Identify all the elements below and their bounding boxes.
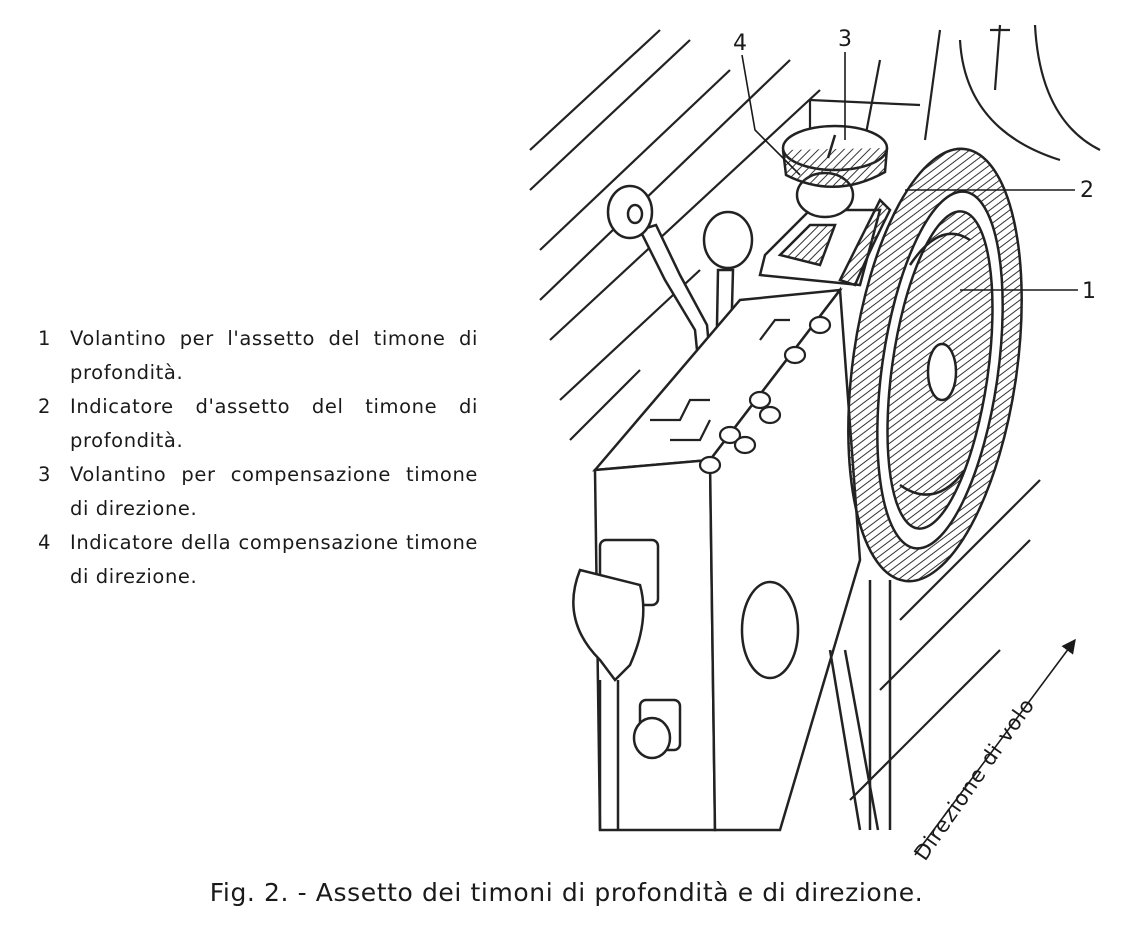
pedestal-holes xyxy=(650,315,832,475)
legend-text: Indicatore d'assetto del timone di profo… xyxy=(70,395,478,452)
legend-text: Indicatore della compensazione timone di… xyxy=(70,531,478,588)
legend-list: 1 Volantino per l'assetto del timone di … xyxy=(38,322,478,594)
trim-indicator-assembly xyxy=(758,124,892,287)
callout-label-4: 4 xyxy=(733,31,747,56)
callout-label-3: 3 xyxy=(838,27,852,52)
flight-direction-label: Direzione di volo xyxy=(909,693,1039,864)
legend-number: 1 xyxy=(38,327,52,350)
callout-label-2: 2 xyxy=(1080,178,1094,203)
legend-item-3: 3 Volantino per compensazione timone di … xyxy=(38,458,478,526)
legend-item-2: 2 Indicatore d'assetto del timone di pro… xyxy=(38,390,478,458)
legend-number: 3 xyxy=(38,463,52,486)
callout-lines xyxy=(741,52,1078,291)
legend-text: Volantino per l'assetto del timone di pr… xyxy=(70,327,478,384)
legend-text: Volantino per compensazione timone di di… xyxy=(70,463,478,520)
legend-item-1: 1 Volantino per l'assetto del timone di … xyxy=(38,322,478,390)
legend-number: 4 xyxy=(38,531,52,554)
callout-label-1: 1 xyxy=(1082,279,1096,304)
pedestal-body xyxy=(572,286,862,832)
flight-direction-arrow xyxy=(914,638,1076,856)
figure-caption: Fig. 2. - Assetto dei timoni di profondi… xyxy=(209,878,924,907)
legend-number: 2 xyxy=(38,395,52,418)
background-lines xyxy=(529,24,1101,801)
legend-item-4: 4 Indicatore della compensazione timone … xyxy=(38,526,478,594)
